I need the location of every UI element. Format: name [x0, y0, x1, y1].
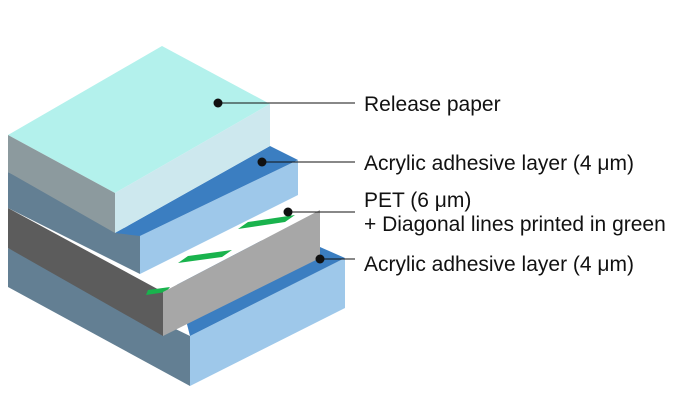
layer-pet	[8, 208, 320, 336]
pet-side	[8, 208, 163, 336]
leader-adhesive-top	[257, 157, 355, 167]
adhesive-top-side	[8, 172, 140, 274]
label-pet-green-lines: + Diagonal lines printed in green	[364, 213, 666, 236]
leader-pet	[283, 207, 355, 217]
leader-adhesive-bottom	[315, 254, 355, 264]
pet-front	[163, 210, 320, 336]
leader-dot	[315, 254, 325, 264]
layer-release-paper	[8, 46, 270, 233]
leader-release-paper	[213, 98, 355, 108]
layer-adhesive-top	[8, 146, 298, 274]
pet-stripe-1	[238, 215, 295, 229]
leader-dot	[213, 98, 223, 108]
pet-stripe-3	[146, 287, 170, 295]
adhesive-top-top	[115, 146, 298, 236]
release-paper-front	[115, 104, 270, 233]
label-pet: PET (6 μm)	[364, 189, 471, 212]
leader-dot	[257, 157, 267, 167]
label-adhesive-top: Acrylic adhesive layer (4 μm)	[364, 152, 634, 175]
label-adhesive-bottom: Acrylic adhesive layer (4 μm)	[364, 253, 634, 276]
adhesive-top-front	[140, 160, 298, 274]
release-paper-side	[8, 135, 115, 233]
adhesive-bottom-side	[8, 248, 190, 386]
release-paper-top	[8, 46, 270, 193]
leader-dot	[283, 207, 293, 217]
label-release-paper: Release paper	[364, 93, 501, 116]
pet-stripe-2	[178, 250, 232, 263]
adhesive-bottom-front	[190, 258, 345, 386]
